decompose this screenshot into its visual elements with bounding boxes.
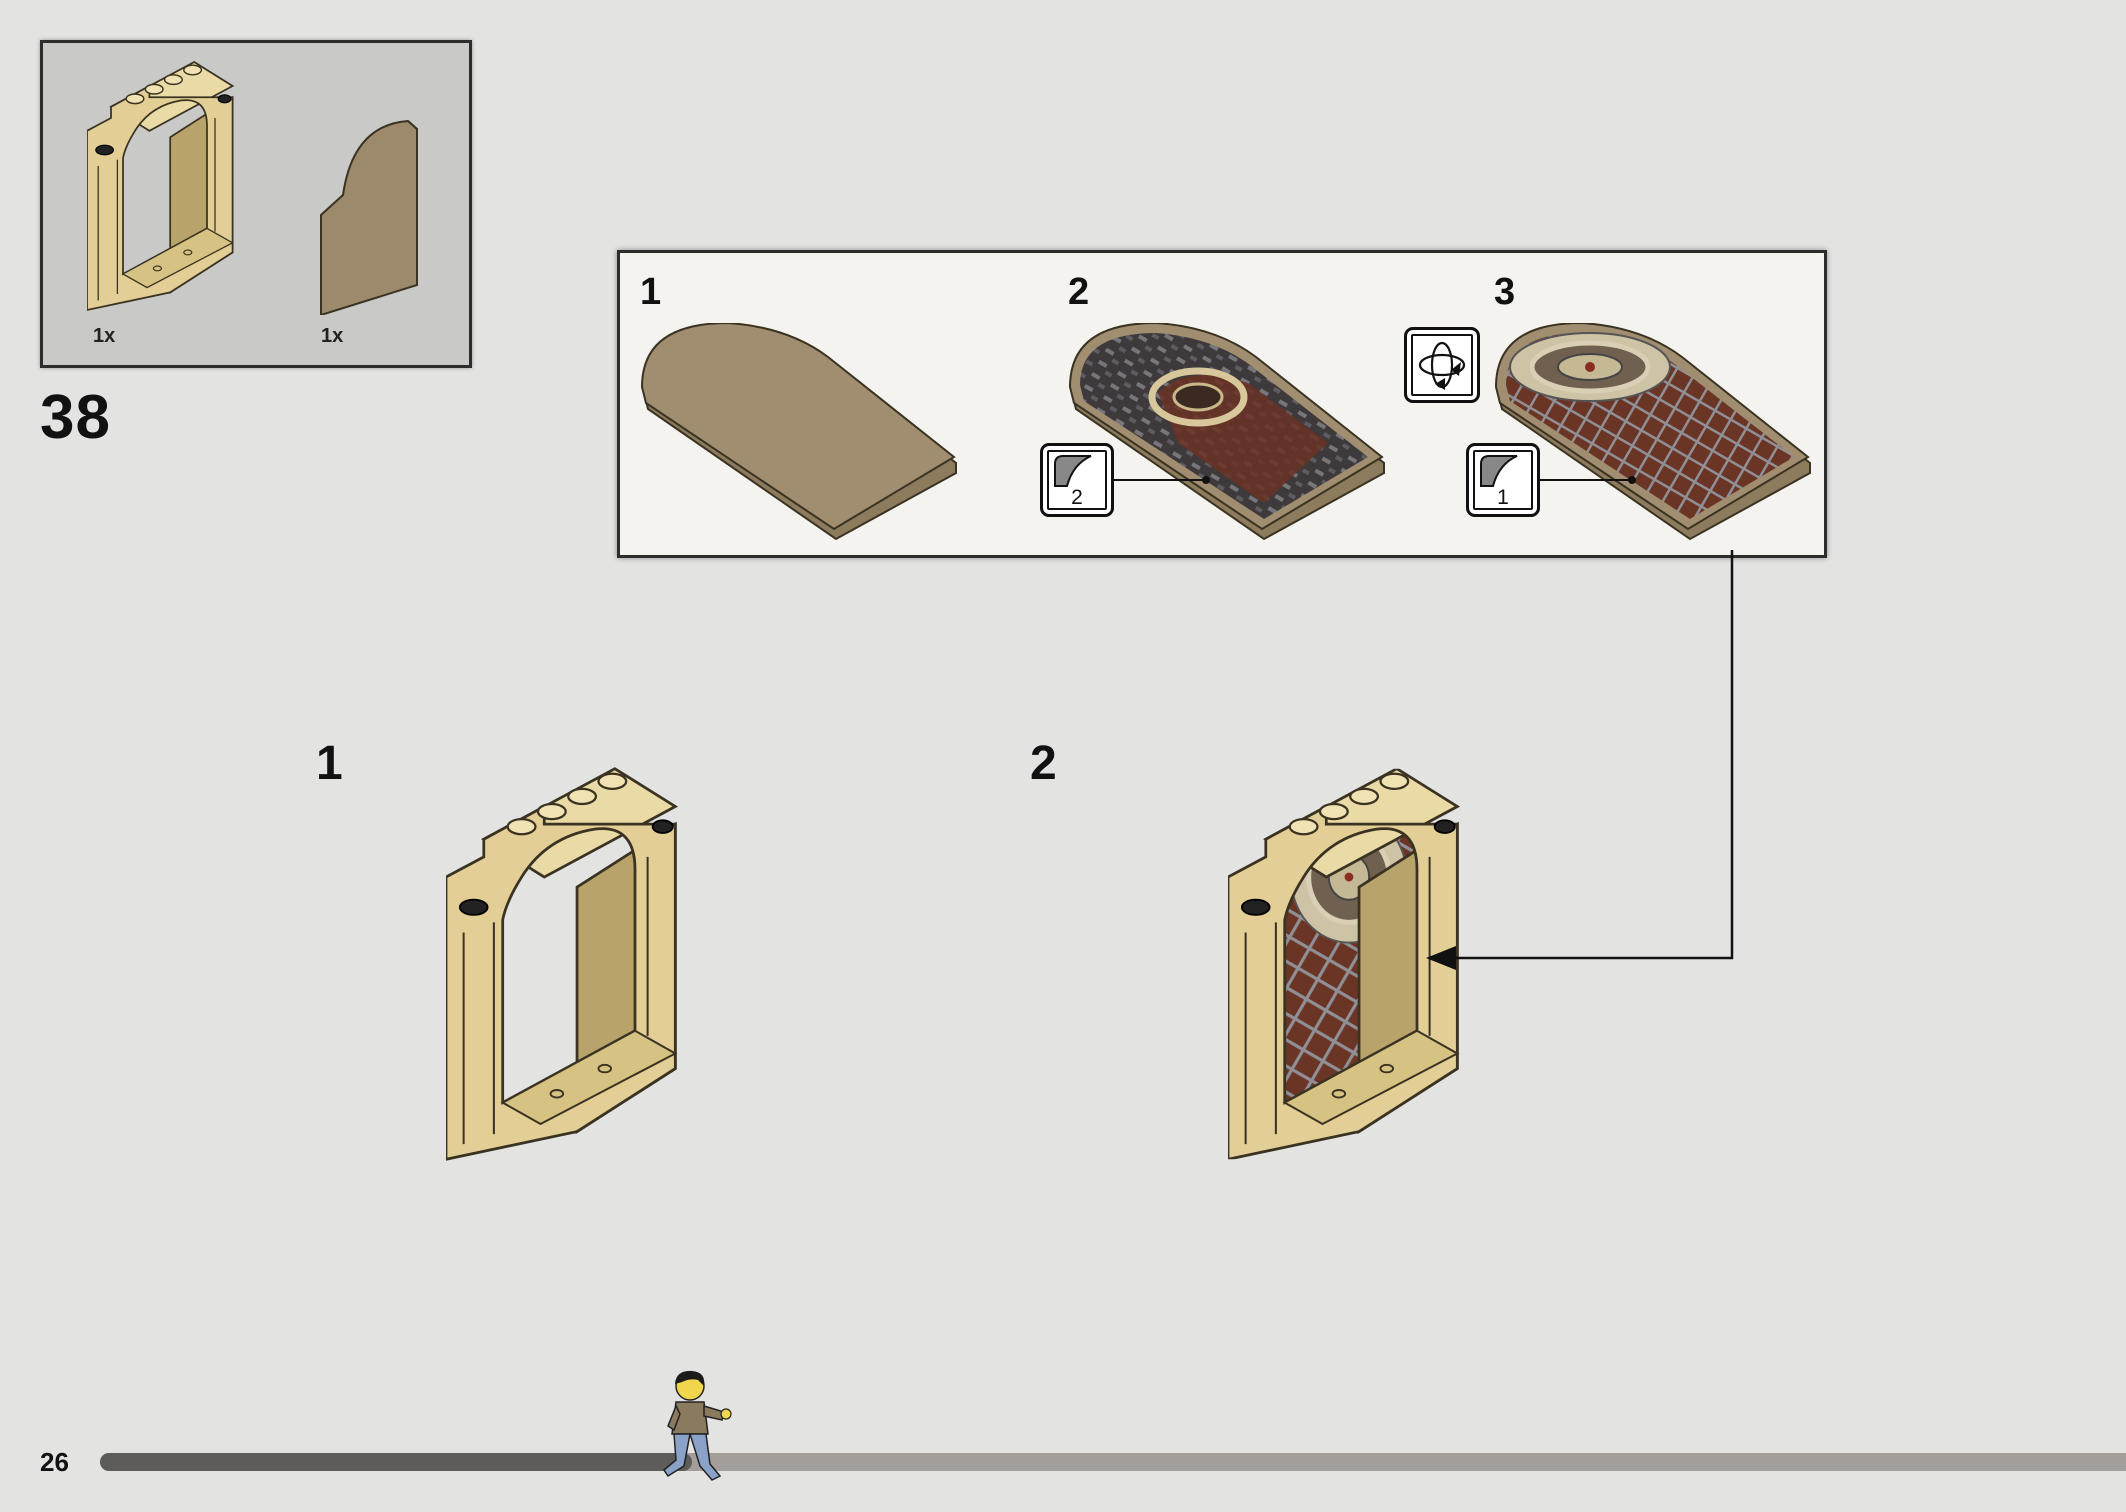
sticker-leader-line: [1112, 476, 1210, 484]
sticker-indicator: 2: [1040, 443, 1114, 517]
substep-number: 2: [1030, 737, 1057, 790]
callout-step-number: 2: [1068, 271, 1090, 313]
progress-bar: [100, 1453, 2126, 1471]
rotate-indicator: [1404, 327, 1480, 403]
substep-number: 1: [316, 737, 343, 790]
page-number: 26: [40, 1447, 69, 1477]
parts-list: 1x 1x: [40, 40, 472, 368]
sticker-leader-line: [1538, 476, 1636, 484]
step-number: 38: [40, 383, 111, 452]
panel-with-sticker-1-illustration: [1494, 323, 1811, 541]
arch-frame-part-icon: [87, 61, 234, 311]
sticker-number: 2: [1071, 486, 1083, 509]
callout-step-number: 3: [1494, 271, 1516, 313]
assembled-frame-illustration: [1228, 768, 1459, 1160]
part-quantity: 1x: [93, 325, 116, 347]
panel-with-sticker-2-illustration: [1068, 323, 1385, 541]
progress-bar-fill: [100, 1453, 692, 1471]
rotate-model-icon: [1418, 341, 1466, 390]
arched-panel-part-icon: [320, 119, 418, 315]
sub-assembly-callout: 1 2 3 2: [617, 250, 1827, 558]
sticker-icon: [1054, 455, 1092, 487]
plain-panel-illustration: [641, 323, 957, 540]
callout-connector-arrow: [1426, 550, 1734, 970]
part-quantity: 1x: [321, 325, 344, 347]
arch-frame-illustration: [446, 767, 677, 1161]
minifigure-progress-marker: [662, 1370, 732, 1481]
sticker-number: 1: [1497, 486, 1509, 509]
sticker-icon: [1480, 455, 1518, 487]
callout-step-number: 1: [640, 271, 662, 313]
sticker-indicator: 1: [1466, 443, 1540, 517]
